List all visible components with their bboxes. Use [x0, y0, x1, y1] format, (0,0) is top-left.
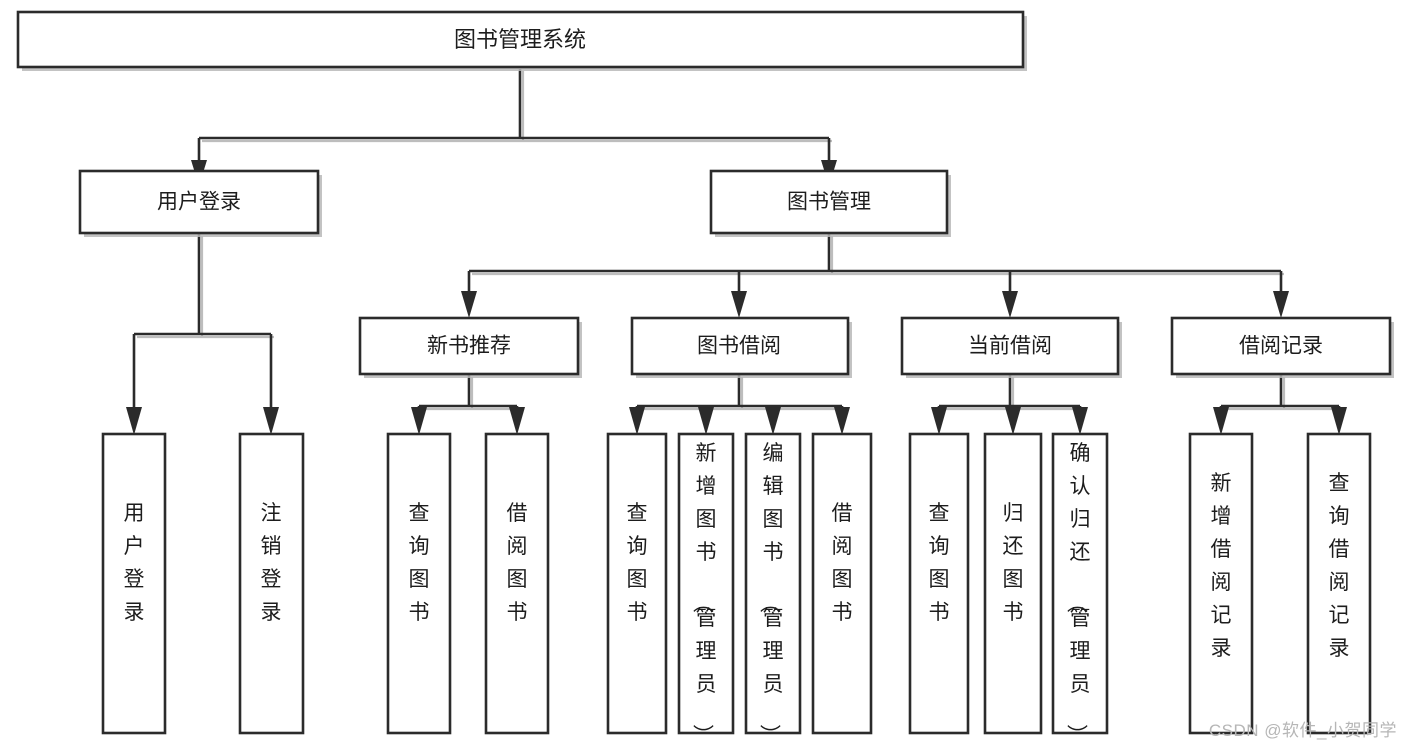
leaf-query-book-borrow-box — [606, 432, 668, 735]
leaf-borrow-book-newbook-box — [484, 432, 550, 735]
arrow-to-leaf-query-record — [1331, 407, 1347, 435]
connector-borrow-to-leaves — [635, 374, 844, 410]
node-user-login[interactable]: 用户登录 — [78, 169, 322, 237]
user-login-label: 用户登录 — [157, 191, 241, 214]
leaf-add-borrow-record-label: 新增借阅记录 — [1211, 472, 1232, 660]
user-login-box — [78, 169, 320, 235]
connector-shadow-newbook — [422, 377, 520, 411]
connector-shadow-borrow — [640, 377, 845, 411]
arrow-to-leaf-edit-book — [765, 407, 781, 435]
connector-layer — [126, 69, 1347, 435]
connector-shadow-books — [472, 236, 1284, 276]
connector-current-to-leaves — [937, 374, 1082, 410]
leaf-user-login-label: 用户登录 — [124, 502, 145, 624]
leaf-borrow-book-newbook[interactable]: 借阅图书 — [484, 432, 550, 735]
leaf-query-book-current[interactable]: 查询图书 — [908, 432, 970, 735]
leaf-add-book-admin-box — [677, 432, 735, 735]
leaf-logout-box — [238, 432, 305, 735]
leaf-add-borrow-record[interactable]: 新增借阅记录 — [1188, 432, 1254, 735]
arrow-to-current-borrow — [1002, 291, 1018, 318]
leaf-edit-book-admin[interactable]: 编辑图书（管理员） — [744, 432, 802, 745]
leaf-query-book-newbook[interactable]: 查询图书 — [386, 432, 452, 735]
node-borrow-record[interactable]: 借阅记录 — [1170, 316, 1394, 378]
borrow-record-box — [1170, 316, 1392, 376]
current-borrow-box — [900, 316, 1120, 376]
connector-books-to-level3 — [467, 233, 1283, 294]
node-book-management[interactable]: 图书管理 — [709, 169, 951, 237]
leaf-query-book-newbook-box — [386, 432, 452, 735]
connector-shadow-record — [1224, 377, 1342, 411]
arrow-to-leaf-logout — [263, 407, 279, 435]
leaf-query-book-current-label: 查询图书 — [929, 502, 950, 624]
leaf-query-borrow-record-box — [1306, 432, 1372, 735]
book-borrow-label: 图书借阅 — [697, 335, 781, 358]
leaf-logout[interactable]: 注销登录 — [238, 432, 305, 735]
book-borrow-box — [630, 316, 850, 376]
leaf-return-book-box — [983, 432, 1043, 735]
node-new-book-recommend[interactable]: 新书推荐 — [358, 316, 582, 378]
arrow-to-leaf-borrow-book-1 — [509, 407, 525, 435]
watermark-text: CSDN @软件_小贺同学 — [1208, 721, 1397, 740]
connector-record-to-leaves — [1219, 374, 1341, 410]
leaf-add-borrow-record-box — [1188, 432, 1254, 735]
root-label: 图书管理系统 — [454, 27, 586, 52]
arrow-to-leaf-borrow-book-2 — [834, 407, 850, 435]
leaf-return-book[interactable]: 归还图书 — [983, 432, 1043, 735]
arrow-to-leaf-user-login — [126, 407, 142, 435]
leaf-borrow-book-newbook-label: 借阅图书 — [507, 502, 528, 624]
arrow-to-leaf-add-book — [698, 407, 714, 435]
leaf-user-login-box — [101, 432, 167, 735]
connector-shadow-current — [942, 377, 1083, 411]
leaf-query-book-newbook-label: 查询图书 — [409, 502, 430, 624]
leaf-borrow-book-borrow-label: 借阅图书 — [832, 502, 853, 624]
current-borrow-label: 当前借阅 — [968, 335, 1052, 358]
leaf-confirm-return-admin[interactable]: 确认归还（管理员） — [1051, 432, 1109, 745]
arrow-to-leaf-query-book-2 — [629, 407, 645, 435]
leaf-user-login[interactable]: 用户登录 — [101, 432, 167, 735]
new-book-recommend-box — [358, 316, 580, 376]
node-book-borrow[interactable]: 图书借阅 — [630, 316, 852, 378]
arrow-to-leaf-return-book — [1005, 407, 1021, 435]
book-management-box — [709, 169, 949, 235]
leaf-query-borrow-record-label: 查询借阅记录 — [1329, 472, 1350, 660]
leaf-layer: 用户登录 注销登录 查询图书 借阅图书 查询图书 新增图书（管理员） — [101, 432, 1372, 745]
leaf-query-book-borrow-label: 查询图书 — [627, 502, 648, 624]
arrow-to-leaf-confirm-return — [1072, 407, 1088, 435]
leaf-query-book-current-box — [908, 432, 970, 735]
node-current-borrow[interactable]: 当前借阅 — [900, 316, 1122, 378]
leaf-query-book-borrow[interactable]: 查询图书 — [606, 432, 668, 735]
leaf-borrow-book-borrow-box — [811, 432, 873, 735]
arrow-to-leaf-query-book-1 — [411, 407, 427, 435]
leaf-borrow-book-borrow[interactable]: 借阅图书 — [811, 432, 873, 735]
leaf-add-book-admin[interactable]: 新增图书（管理员） — [677, 432, 735, 745]
connector-root-to-level2 — [197, 69, 831, 163]
leaf-edit-book-admin-label: 编辑图书（管理员） — [758, 442, 784, 745]
arrow-to-new-book-rec — [461, 291, 477, 318]
arrow-to-book-borrow — [731, 291, 747, 318]
leaf-query-borrow-record[interactable]: 查询借阅记录 — [1306, 432, 1372, 735]
node-root-system[interactable]: 图书管理系统 — [16, 10, 1027, 71]
connector-shadow-root — [202, 71, 832, 143]
connector-newbook-to-leaves — [417, 374, 519, 410]
leaf-return-book-label: 归还图书 — [1003, 502, 1024, 624]
new-book-recommend-label: 新书推荐 — [427, 335, 511, 358]
leaf-edit-book-admin-box — [744, 432, 802, 735]
book-management-label: 图书管理 — [787, 191, 871, 214]
arrow-to-leaf-query-book-3 — [931, 407, 947, 435]
root-box — [16, 10, 1025, 69]
leaf-confirm-return-admin-box — [1051, 432, 1109, 735]
connector-shadow-login — [137, 236, 274, 339]
leaf-confirm-return-admin-label: 确认归还（管理员） — [1065, 442, 1091, 745]
leaf-add-book-admin-label: 新增图书（管理员） — [691, 442, 717, 745]
borrow-record-label: 借阅记录 — [1239, 335, 1323, 358]
leaf-logout-label: 注销登录 — [261, 502, 282, 624]
arrow-to-leaf-add-record — [1213, 407, 1229, 435]
arrow-to-borrow-record — [1273, 291, 1289, 318]
connector-login-to-leaves — [132, 233, 273, 410]
